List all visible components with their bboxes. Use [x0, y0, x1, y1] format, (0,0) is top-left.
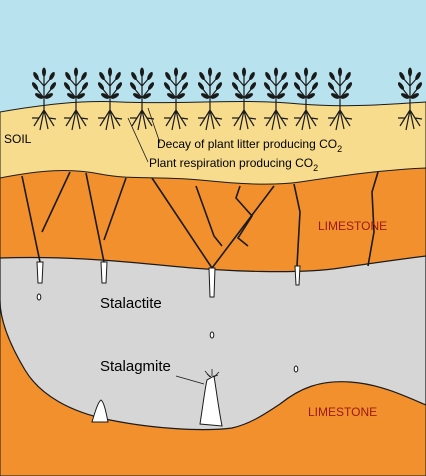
plants: [31, 67, 423, 131]
respiration-label-text: Plant respiration producing CO: [149, 156, 313, 170]
cave: [0, 255, 426, 431]
plant: [397, 67, 423, 131]
plant: [327, 67, 353, 131]
limestone-lower-label: LIMESTONE: [308, 405, 377, 419]
respiration-label-subscript: 2: [313, 163, 318, 173]
soil-layer: [0, 100, 426, 191]
decay-label-text: Decay of plant litter producing CO: [157, 137, 337, 151]
drip-splash: [204, 369, 220, 378]
decay-label: Decay of plant litter producing CO2: [157, 137, 342, 154]
label-leaders: [127, 107, 161, 163]
plant: [63, 67, 89, 131]
stalactite-label: Stalactite: [100, 295, 162, 312]
stalactite-main: [208, 267, 216, 298]
plant: [231, 67, 257, 131]
soil-label: SOIL: [4, 132, 32, 146]
stalagmite-pointer: [175, 375, 205, 385]
respiration-label: Plant respiration producing CO2: [149, 156, 318, 173]
stalagmite-main: [199, 375, 223, 427]
plant: [263, 67, 289, 131]
plant: [129, 67, 155, 131]
plant: [197, 67, 223, 131]
limestone-fractures: [21, 171, 379, 269]
stalagmite-label: Stalagmite: [100, 358, 171, 375]
stalactites: [36, 261, 301, 298]
plant: [293, 67, 319, 131]
decay-label-subscript: 2: [337, 144, 342, 154]
plant: [97, 67, 123, 131]
stalagmites: [91, 375, 223, 427]
plant: [31, 67, 57, 131]
plant: [163, 67, 189, 131]
limestone-upper-label: LIMESTONE: [318, 219, 387, 233]
water-droplets: [36, 293, 299, 373]
